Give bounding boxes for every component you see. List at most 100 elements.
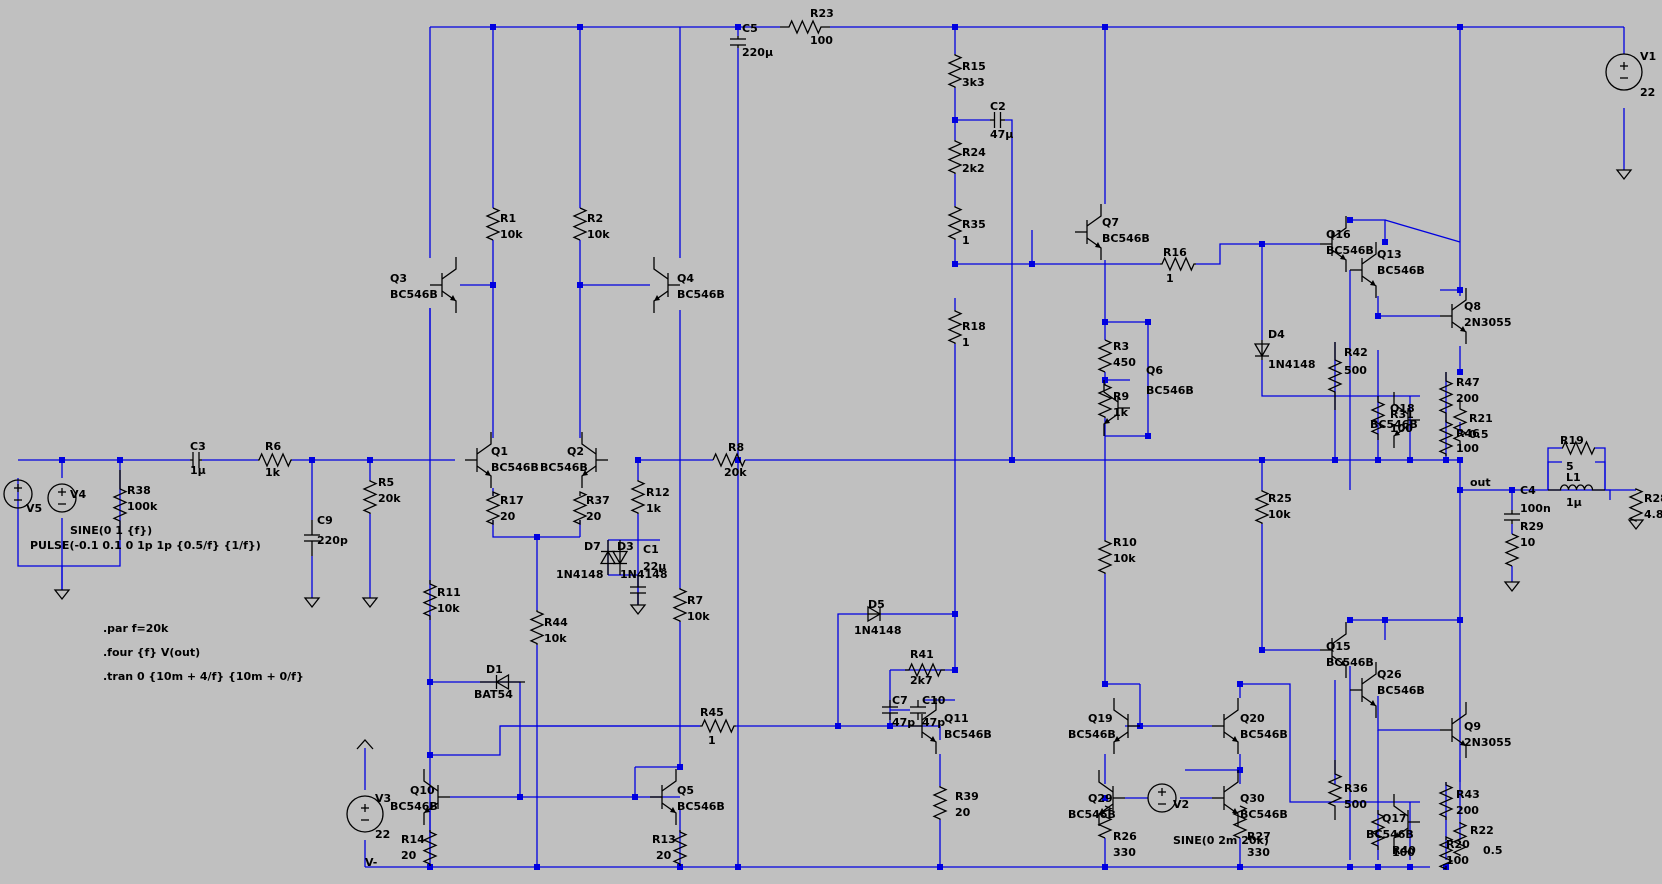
transistor-q26[interactable] — [1350, 662, 1377, 718]
voltage-source-v2[interactable] — [1147, 783, 1177, 813]
resistor-r12[interactable] — [630, 480, 646, 514]
ref-r14: R14 — [401, 833, 425, 846]
value-r1: 10k — [500, 228, 523, 241]
resistor-r40[interactable] — [1370, 810, 1386, 850]
value-r2: 10k — [587, 228, 610, 241]
resistor-r22[interactable] — [1452, 822, 1468, 856]
resistor-r26[interactable] — [1097, 805, 1113, 839]
ref-r31: R31 — [1390, 408, 1414, 421]
resistor-r28[interactable] — [1628, 487, 1644, 523]
capacitor-c1[interactable] — [630, 575, 646, 605]
resistor-r15[interactable] — [947, 54, 963, 88]
capacitor-c3[interactable] — [190, 452, 202, 468]
resistor-r11[interactable] — [422, 580, 438, 620]
value-r26: 330 — [1113, 846, 1136, 859]
value-r41: 2k7 — [910, 674, 933, 687]
resistor-r5[interactable] — [362, 480, 378, 514]
transistor-q2[interactable] — [581, 432, 608, 488]
transistor-q6[interactable] — [1103, 380, 1130, 436]
ref-q26: Q26 — [1377, 668, 1402, 681]
transistor-q9[interactable] — [1440, 702, 1467, 758]
transistor-q11[interactable] — [910, 698, 937, 754]
transistor-q4[interactable] — [653, 257, 680, 313]
transistor-q20[interactable] — [1212, 698, 1239, 754]
transistor-q8[interactable] — [1440, 288, 1467, 344]
resistor-r29[interactable] — [1504, 533, 1520, 567]
transistor-q19[interactable] — [1113, 698, 1140, 754]
value-r12: 1k — [646, 502, 662, 515]
resistor-r36[interactable] — [1327, 760, 1343, 820]
value-v4: SINE(0 1 {f}) — [70, 524, 152, 537]
spice-directive[interactable]: .four {f} V(out) — [103, 646, 200, 659]
capacitor-c10[interactable] — [910, 700, 926, 720]
ref-r28: R28 — [1644, 492, 1662, 505]
transistor-q7[interactable] — [1075, 204, 1102, 260]
capacitor-c4[interactable] — [1504, 510, 1520, 524]
value-r38: 100k — [127, 500, 158, 513]
resistor-r42[interactable] — [1327, 342, 1343, 410]
transistor-q16[interactable] — [1320, 216, 1347, 272]
diode-d5[interactable] — [867, 605, 882, 623]
resistor-r23[interactable] — [780, 19, 830, 35]
resistor-r44[interactable] — [529, 610, 545, 645]
resistor-r19[interactable] — [1561, 440, 1596, 456]
resistor-r10[interactable] — [1097, 540, 1113, 574]
voltage-source-v1[interactable] — [1605, 53, 1643, 91]
value-q15: BC546B — [1326, 656, 1374, 669]
resistor-r6[interactable] — [258, 452, 292, 468]
resistor-r31[interactable] — [1370, 396, 1386, 440]
resistor-r45[interactable] — [700, 718, 736, 734]
resistor-r46[interactable] — [1438, 420, 1454, 456]
diode-d3[interactable] — [611, 540, 629, 575]
voltage-source-v3[interactable] — [346, 795, 384, 833]
resistor-r37[interactable] — [572, 490, 588, 526]
ref-q4: Q4 — [677, 272, 694, 285]
ref-r40: R40 — [1392, 844, 1416, 857]
resistor-r17[interactable] — [485, 490, 501, 526]
resistor-r47[interactable] — [1438, 372, 1454, 422]
capacitor-c9[interactable] — [304, 520, 320, 556]
transistor-q3[interactable] — [430, 257, 457, 313]
resistor-r25[interactable] — [1254, 490, 1270, 524]
resistor-r1[interactable] — [485, 207, 501, 241]
resistor-r38[interactable] — [112, 470, 128, 540]
transistor-q18[interactable] — [1393, 392, 1420, 448]
transistor-q5[interactable] — [650, 769, 677, 825]
transistor-q10[interactable] — [423, 769, 450, 825]
resistor-r7[interactable] — [672, 588, 688, 622]
voltage-source-v4[interactable] — [47, 483, 77, 513]
resistor-r18[interactable] — [947, 310, 963, 344]
diode-d4[interactable] — [1253, 340, 1271, 360]
resistor-r39[interactable] — [932, 786, 948, 820]
resistor-r13[interactable] — [672, 830, 688, 866]
spice-directive[interactable]: .par f=20k — [103, 622, 169, 635]
resistor-r2[interactable] — [572, 207, 588, 241]
ref-r43: R43 — [1456, 788, 1480, 801]
resistor-r8[interactable] — [712, 452, 746, 468]
capacitor-c5[interactable] — [730, 36, 746, 48]
resistor-r16[interactable] — [1160, 256, 1196, 272]
voltage-source-v5[interactable] — [3, 479, 33, 509]
resistor-r35[interactable] — [947, 206, 963, 240]
resistor-r41[interactable] — [905, 662, 945, 678]
diode-d1[interactable] — [480, 673, 525, 691]
resistor-r43[interactable] — [1438, 782, 1454, 820]
resistor-r14[interactable] — [422, 830, 438, 866]
resistor-r21[interactable] — [1452, 400, 1468, 450]
resistor-r27[interactable] — [1232, 805, 1248, 839]
spice-directive[interactable]: .tran 0 {10m + 4/f} {10m + 0/f} — [103, 670, 304, 683]
resistor-r24[interactable] — [947, 140, 963, 174]
transistor-q15[interactable] — [1320, 622, 1347, 678]
inductor-l1[interactable] — [1548, 484, 1605, 491]
capacitor-c7[interactable] — [882, 700, 898, 720]
value-r22: 0.5 — [1483, 844, 1503, 857]
resistor-r3[interactable] — [1097, 339, 1113, 373]
resistor-r20[interactable] — [1438, 835, 1454, 871]
transistor-q17[interactable] — [1393, 794, 1420, 850]
resistor-r9[interactable] — [1097, 384, 1113, 418]
transistor-q1[interactable] — [465, 432, 492, 488]
capacitor-c2[interactable] — [990, 112, 1005, 128]
transistor-q30[interactable] — [1212, 770, 1239, 826]
transistor-q13[interactable] — [1350, 242, 1377, 298]
